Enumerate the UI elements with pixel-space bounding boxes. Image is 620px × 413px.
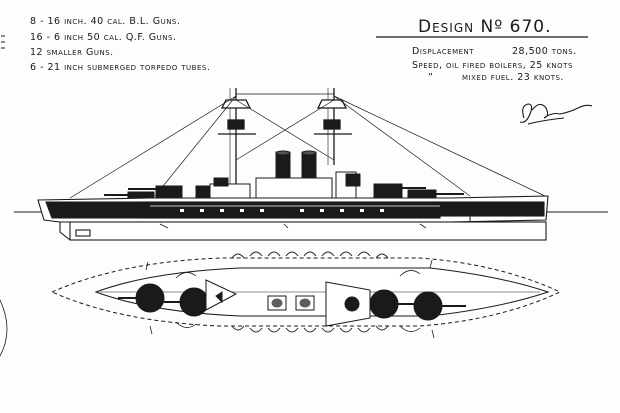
superstructure <box>195 171 361 199</box>
armament-line-3: 12 smaller Guns. <box>30 47 114 58</box>
margin-mark <box>1 35 5 49</box>
signature <box>519 103 593 125</box>
mixed-fuel-line: mixed fuel. 23 knots. <box>462 72 564 83</box>
design-title: Design Nº 670. <box>418 17 552 37</box>
speed-line: Speed, oil fired boilers, 25 knots <box>412 60 573 71</box>
main-mast <box>314 88 352 165</box>
plan-outline <box>50 257 562 327</box>
ditto-mark: ” <box>428 72 434 83</box>
plan-superstructure <box>205 279 371 327</box>
hull-markers <box>159 223 427 229</box>
fore-mast <box>218 88 256 188</box>
plan-turrets <box>118 283 466 321</box>
displacement-value: 28,500 tons. <box>512 46 577 57</box>
plan-boats <box>231 251 389 333</box>
armament-line-4: 6 - 21 inch submerged torpedo tubes. <box>30 62 211 73</box>
hull <box>37 195 549 241</box>
rigging <box>69 93 546 199</box>
plan-small-boats <box>145 259 435 339</box>
punch-hole-arc <box>0 299 8 357</box>
displacement-label: Displacement <box>412 46 475 57</box>
armament-line-1: 8 - 16 inch. 40 cal. B.L. Guns. <box>30 16 181 27</box>
armament-line-2: 16 - 6 inch 50 cal. Q.F. Guns. <box>30 32 177 43</box>
